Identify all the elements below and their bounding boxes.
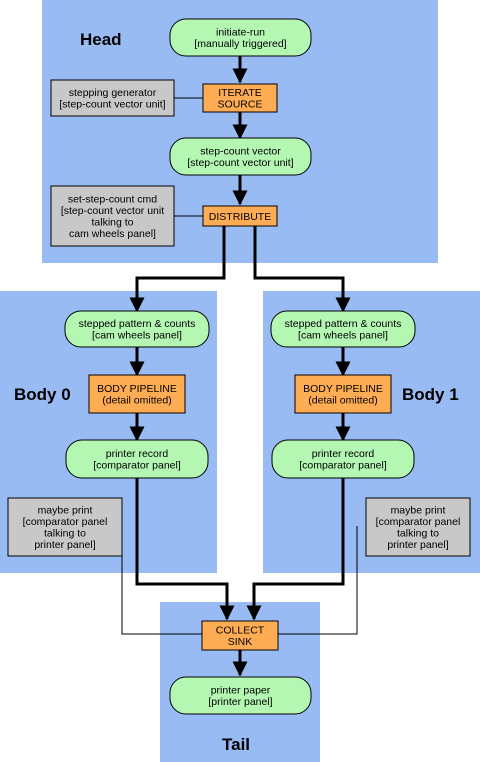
node-printer-record-1-box — [271, 439, 415, 479]
node-stepped-pattern-1-box — [270, 310, 416, 348]
node-step-count-vector: step-count vector[step-count vector unit… — [169, 137, 312, 176]
node-printer-record-0-line: printer record — [106, 448, 169, 460]
edge-record-0-to-collect — [135, 478, 235, 621]
node-iterate-source-line: ITERATE — [218, 87, 262, 99]
region-label-body-0: Body 0 — [14, 385, 71, 404]
node-stepped-pattern-1-line: [cam wheels panel] — [298, 330, 388, 342]
node-maybe-print-1-line: maybe print — [391, 505, 446, 517]
node-printer-record-1-line: printer record — [312, 448, 375, 460]
node-printer-paper-line: printer paper — [211, 685, 271, 697]
node-stepped-pattern-0: stepped pattern & counts[cam wheels pane… — [64, 310, 210, 348]
node-set-step-count-cmd-box — [50, 185, 175, 247]
node-printer-paper-box — [169, 676, 312, 715]
node-set-step-count-cmd: set-step-count cmd[step-count vector uni… — [50, 185, 175, 247]
node-stepping-generator: stepping generator[step-count vector uni… — [50, 79, 175, 117]
node-stepping-generator-line: [step-count vector unit] — [59, 99, 165, 111]
node-iterate-source-line: SOURCE — [218, 99, 263, 111]
node-collect-sink-line: SINK — [228, 636, 253, 648]
node-printer-record-0-box — [65, 439, 209, 479]
node-set-step-count-cmd-line: cam wheels panel] — [69, 228, 156, 240]
node-body-pipeline-1-line: (detail omitted) — [308, 395, 377, 407]
node-printer-paper: printer paper[printer panel] — [169, 676, 312, 715]
region-label-head: Head — [80, 30, 122, 49]
edge-maybe-print-0-to-collect — [121, 526, 202, 635]
node-iterate-source-box — [202, 83, 278, 113]
node-set-step-count-cmd-line: [step-count vector unit — [61, 205, 164, 217]
edge-distribute-to-body-0 — [129, 226, 226, 313]
node-maybe-print-0-line: talking to — [44, 528, 86, 540]
node-distribute-box — [202, 205, 278, 227]
node-body-pipeline-1-line: BODY PIPELINE — [303, 383, 383, 395]
node-maybe-print-0-line: [comparator panel — [23, 516, 108, 528]
region-label-tail: Tail — [222, 735, 250, 754]
node-stepped-pattern-1: stepped pattern & counts[cam wheels pane… — [270, 310, 416, 348]
node-stepped-pattern-0-line: stepped pattern & counts — [79, 318, 196, 330]
node-distribute-line: DISTRIBUTE — [209, 211, 271, 223]
node-stepping-generator-box — [50, 79, 175, 117]
node-body-pipeline-1: BODY PIPELINE(detail omitted) — [294, 374, 392, 414]
node-maybe-print-1-line: printer panel] — [387, 539, 448, 551]
node-body-pipeline-1-box — [294, 374, 392, 414]
node-initiate-run-line: [manually triggered] — [194, 38, 286, 50]
node-maybe-print-0-line: maybe print — [38, 505, 93, 517]
node-printer-paper-line: [printer panel] — [208, 696, 272, 708]
node-step-count-vector-line: step-count vector — [200, 146, 281, 158]
node-initiate-run-line: initiate-run — [216, 27, 265, 39]
node-body-pipeline-0-line: BODY PIPELINE — [97, 383, 177, 395]
node-stepped-pattern-0-line: [cam wheels panel] — [92, 330, 182, 342]
node-collect-sink-line: COLLECT — [216, 625, 265, 637]
node-body-pipeline-0-box — [88, 374, 186, 414]
node-printer-record-1-line: [comparator panel] — [299, 460, 387, 472]
node-body-pipeline-0-line: (detail omitted) — [102, 395, 171, 407]
node-maybe-print-1-box — [365, 497, 471, 557]
edge-maybe-print-1-to-collect — [278, 526, 358, 635]
region-label-body-1: Body 1 — [402, 385, 459, 404]
node-maybe-print-1-line: talking to — [397, 528, 439, 540]
node-maybe-print-0-line: printer panel] — [34, 539, 95, 551]
node-printer-record-1: printer record[comparator panel] — [271, 439, 415, 479]
node-set-step-count-cmd-line: set-step-count cmd — [68, 194, 157, 206]
node-distribute: DISTRIBUTE — [202, 205, 278, 227]
node-maybe-print-0-box — [7, 497, 123, 557]
node-initiate-run: initiate-run[manually triggered] — [169, 18, 312, 57]
node-printer-record-0-line: [comparator panel] — [93, 460, 181, 472]
node-collect-sink-box — [201, 620, 279, 651]
node-initiate-run-box — [169, 18, 312, 57]
node-step-count-vector-line: [step-count vector unit] — [187, 157, 293, 169]
node-stepping-generator-line: stepping generator — [69, 87, 157, 99]
node-stepped-pattern-1-line: stepped pattern & counts — [285, 318, 402, 330]
edge-distribute-to-body-1 — [253, 226, 351, 313]
node-maybe-print-1-line: [comparator panel — [376, 516, 461, 528]
node-set-step-count-cmd-line: talking to — [91, 217, 133, 229]
edge-record-1-to-collect — [246, 478, 345, 621]
node-step-count-vector-box — [169, 137, 312, 176]
node-stepped-pattern-0-box — [64, 310, 210, 348]
node-body-pipeline-0: BODY PIPELINE(detail omitted) — [88, 374, 186, 414]
node-printer-record-0: printer record[comparator panel] — [65, 439, 209, 479]
